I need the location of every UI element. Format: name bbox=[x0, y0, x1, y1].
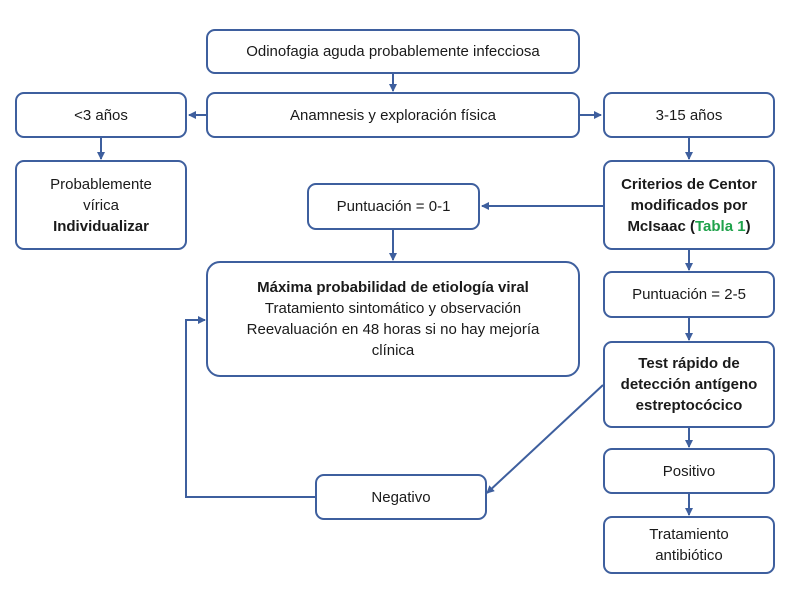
node-score-2-5: Puntuación = 2-5 bbox=[603, 271, 775, 318]
node-maxviral-line2: Tratamiento sintomático y observación bbox=[264, 300, 522, 317]
node-viral-line3: Individualizar bbox=[53, 217, 149, 235]
node-3-15: 3-15 años bbox=[603, 92, 775, 138]
node-under3-text: <3 años bbox=[74, 106, 128, 124]
node-score-2-5-text: Puntuación = 2-5 bbox=[632, 286, 746, 303]
node-treatment-line1: Tratamiento bbox=[649, 526, 729, 543]
node-maxviral-line3: Reevaluación en 48 horas si no hay mejor… bbox=[246, 321, 540, 359]
node-negative-text: Negativo bbox=[371, 488, 431, 506]
node-start: Odinofagia aguda probablemente infeccios… bbox=[206, 29, 580, 74]
node-positive-text: Positivo bbox=[662, 462, 716, 480]
node-test-line3: estreptocócico bbox=[635, 397, 743, 414]
node-score-0-1: Puntuación = 0-1 bbox=[307, 183, 480, 230]
node-positive: Positivo bbox=[603, 448, 775, 494]
node-test: Test rápido de detección antígeno estrep… bbox=[603, 341, 775, 428]
node-under3: <3 años bbox=[15, 92, 187, 138]
node-anamnesis: Anamnesis y exploración física bbox=[206, 92, 580, 138]
node-start-text: Odinofagia aguda probablemente infeccios… bbox=[246, 43, 540, 60]
node-centor-line3-post: ) bbox=[745, 217, 751, 235]
arrow-test-to-negative bbox=[486, 384, 604, 494]
node-centor-line3-pre: McIsaac ( bbox=[627, 217, 695, 235]
node-centor-line2: modificados por bbox=[630, 196, 748, 214]
node-score-0-1-text: Puntuación = 0-1 bbox=[336, 198, 451, 215]
node-anamnesis-text: Anamnesis y exploración física bbox=[290, 106, 496, 124]
node-3-15-text: 3-15 años bbox=[655, 106, 723, 124]
node-negative: Negativo bbox=[315, 474, 487, 520]
node-centor-line1: Criterios de Centor bbox=[621, 175, 757, 193]
node-treatment-line2: antibiótico bbox=[655, 547, 723, 564]
node-viral-line2: vírica bbox=[83, 196, 119, 214]
node-centor-line3: McIsaac (Tabla 1) bbox=[627, 216, 750, 237]
node-viral-line1: Probablemente bbox=[50, 175, 152, 193]
node-viral: Probablemente vírica Individualizar bbox=[15, 160, 187, 250]
node-maxviral: Máxima probabilidad de etiología viral T… bbox=[206, 261, 580, 377]
tabla-1-link[interactable]: Tabla 1 bbox=[694, 217, 746, 235]
node-centor: Criterios de Centor modificados por McIs… bbox=[603, 160, 775, 250]
node-test-line1: Test rápido de bbox=[638, 355, 740, 372]
arrow-negative-to-maxviral bbox=[185, 316, 315, 498]
node-treatment: Tratamiento antibiótico bbox=[603, 516, 775, 574]
node-maxviral-title: Máxima probabilidad de etiología viral bbox=[257, 279, 529, 296]
node-test-line2: detección antígeno bbox=[620, 376, 758, 393]
